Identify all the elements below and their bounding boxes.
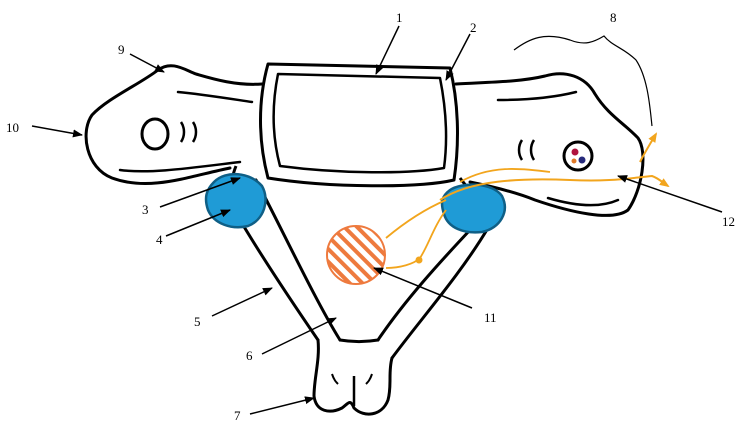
label-6: 6 bbox=[246, 348, 253, 363]
leader-6 bbox=[261, 317, 337, 355]
leader-3 bbox=[159, 177, 241, 208]
right-transverse-inner-line bbox=[496, 90, 578, 102]
right-tubercle bbox=[440, 183, 507, 234]
right-lamina-outer bbox=[390, 226, 490, 360]
label-11: 11 bbox=[484, 310, 497, 325]
right-transverse-process bbox=[454, 72, 645, 217]
right-transverse-lower-line bbox=[546, 196, 620, 207]
lamina-junction bbox=[338, 338, 380, 343]
label-7: 7 bbox=[234, 408, 241, 423]
label-5: 5 bbox=[194, 314, 201, 329]
nerve-top-branch bbox=[459, 167, 551, 183]
spinous-mark-right bbox=[365, 373, 373, 385]
label-8: 8 bbox=[610, 10, 617, 25]
left-lamina-outer bbox=[238, 218, 320, 342]
vertebral-body-inner bbox=[272, 72, 448, 174]
left-tubercle bbox=[204, 173, 267, 229]
foramen-dot-red bbox=[571, 148, 579, 156]
label-3: 3 bbox=[142, 202, 149, 217]
left-transverse-process bbox=[84, 64, 264, 185]
leader-11 bbox=[373, 267, 473, 309]
label-2: 2 bbox=[470, 20, 477, 35]
right-process-mark-2 bbox=[529, 139, 536, 161]
right-foramen bbox=[562, 140, 594, 172]
label-4: 4 bbox=[156, 232, 163, 247]
nerve-main bbox=[439, 174, 670, 201]
vertebral-body-outer bbox=[259, 62, 459, 188]
left-process-mark-2 bbox=[191, 121, 198, 143]
spinous-mark-left bbox=[331, 373, 339, 385]
leader-1 bbox=[375, 25, 400, 75]
label-1: 1 bbox=[396, 10, 403, 25]
leader-4 bbox=[165, 209, 231, 237]
leader-5 bbox=[211, 287, 273, 317]
left-foramen bbox=[140, 117, 170, 151]
leader-10 bbox=[31, 125, 83, 138]
foramen-dot-dark bbox=[578, 156, 586, 164]
right-process-mark-1 bbox=[517, 139, 524, 161]
nerve-ganglion-dot bbox=[415, 256, 423, 264]
leader-2 bbox=[445, 33, 471, 81]
hatched-mass bbox=[326, 225, 386, 285]
label-10: 10 bbox=[6, 120, 19, 135]
left-process-mark-1 bbox=[179, 121, 186, 143]
leader-12 bbox=[617, 175, 723, 213]
label-12: 12 bbox=[722, 214, 735, 229]
leader-9 bbox=[129, 53, 165, 73]
right-lamina-inner bbox=[376, 228, 472, 342]
left-transverse-lower-line bbox=[118, 160, 242, 173]
nerve-inner-branch bbox=[385, 199, 447, 239]
foramen-dot-orange bbox=[571, 158, 577, 164]
brace-8 bbox=[513, 35, 653, 127]
left-transverse-inner-line bbox=[176, 90, 254, 104]
nerve-upper-branch bbox=[639, 132, 658, 163]
leader-7 bbox=[249, 396, 315, 415]
spinous-process bbox=[312, 338, 394, 416]
label-9: 9 bbox=[118, 42, 125, 57]
